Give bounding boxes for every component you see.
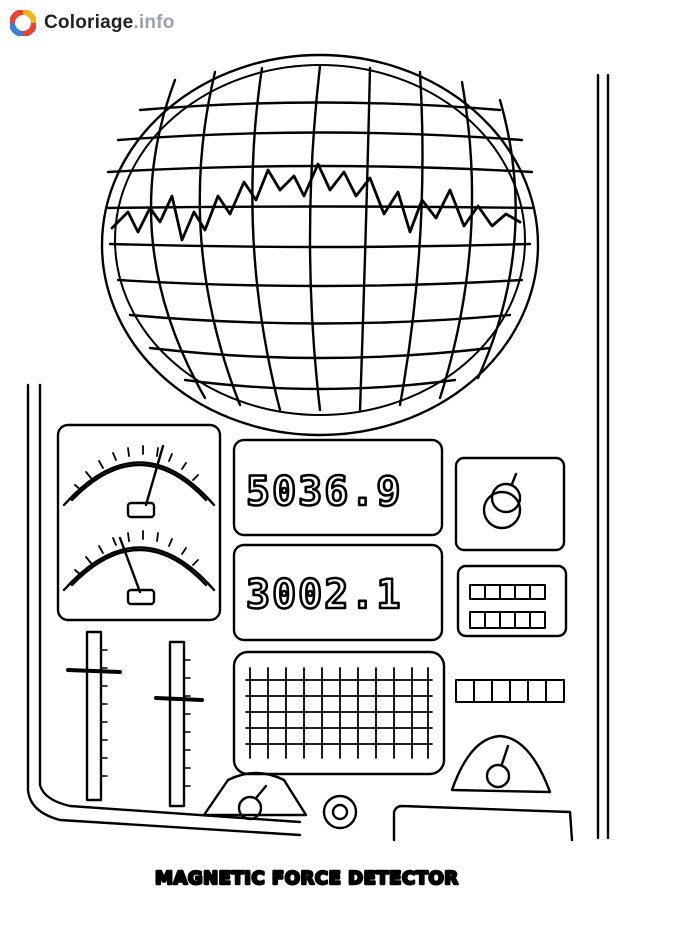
globe-scope: [100, 53, 540, 437]
brand-name: Coloriage: [44, 12, 134, 33]
analog-meters: [56, 423, 222, 622]
readout-top: 5036.9: [246, 469, 403, 515]
knob-panel: [454, 456, 566, 552]
coloriage-c-logo-icon: [10, 10, 36, 36]
digital-readouts: [232, 438, 444, 642]
dial-gauge-right: [450, 734, 552, 794]
grid-screen: [232, 650, 446, 776]
brand-tld: .info: [133, 12, 175, 33]
slider-right: [154, 640, 204, 808]
button-grid-panel: [456, 564, 568, 638]
page-caption: MAGNETIC FORCE DETECTOR: [155, 868, 459, 889]
key-row: [455, 679, 565, 703]
dial-small: [322, 794, 358, 830]
readout-bottom: 3002.1: [246, 572, 403, 618]
dial-gauge-left: [202, 771, 308, 821]
slider-left: [66, 630, 122, 802]
site-logo[interactable]: Coloriage.info: [10, 8, 175, 38]
